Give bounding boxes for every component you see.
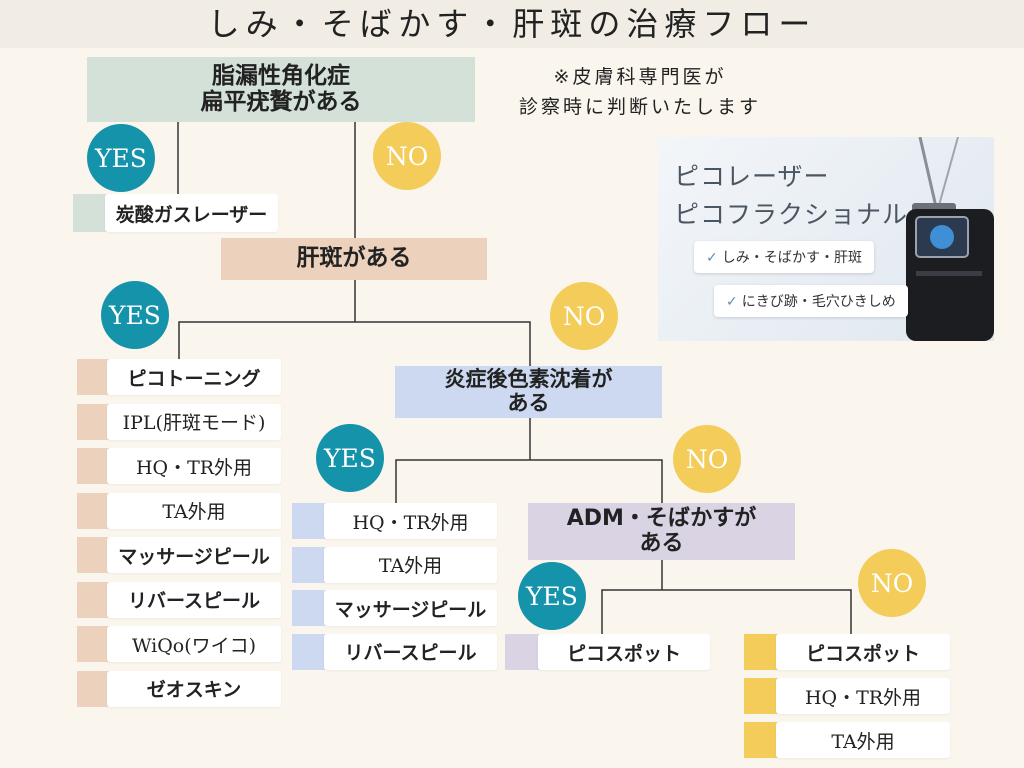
promo-feature-pill: ✓しみ・そばかす・肝斑 — [694, 241, 875, 273]
connector-q2-branch — [178, 321, 531, 366]
treatment-item: HQ・TR外用 — [324, 503, 497, 539]
yes-badge-q4: YES — [518, 562, 586, 630]
question-pih: 炎症後色素沈着が ある — [395, 366, 662, 418]
treatment-item: HQ・TR外用 — [107, 448, 281, 484]
no-badge-q3: NO — [673, 425, 741, 493]
treatment-item: マッサージピール — [324, 590, 497, 626]
promo-title-line2: ピコフラクショナル — [674, 200, 909, 229]
list-item-tab — [77, 626, 111, 662]
question-line: 炎症後色素沈着が — [444, 367, 613, 392]
list-item-tab — [77, 448, 111, 484]
list-item-tab — [77, 359, 111, 395]
list-item-tab — [77, 581, 111, 618]
question-line: 脂漏性角化症 — [212, 62, 350, 89]
title-bar — [0, 0, 1024, 48]
treatment-item: ピコトーニング — [107, 359, 281, 395]
list-item-tab — [744, 678, 780, 714]
treatment-item: TA外用 — [776, 722, 950, 758]
list-item-tab — [77, 403, 111, 440]
treatment-item: WiQo(ワイコ) — [107, 626, 281, 662]
treatment-item: ピコスポット — [776, 634, 950, 670]
treatment-item: マッサージピール — [107, 537, 281, 573]
treatment-item: ゼオスキン — [107, 670, 281, 707]
connector-q4-branch — [601, 589, 852, 637]
treatment-item: HQ・TR外用 — [776, 678, 950, 714]
page-title: しみ・そばかす・肝斑の治療フロー — [207, 5, 817, 43]
treatment-item: ピコスポット — [538, 634, 710, 670]
list-item-tab — [292, 546, 328, 583]
promo-feature-pill: ✓にきび跡・毛穴ひきしめ — [714, 285, 908, 317]
note-line: ※皮膚科専門医が — [553, 66, 727, 88]
list-item-tab — [292, 633, 328, 670]
list-item-tab — [77, 537, 111, 573]
question-line: ある — [639, 530, 684, 556]
question-line: 肝斑がある — [296, 245, 412, 272]
question-seborrheic-keratosis: 脂漏性角化症 扁平疣贅がある — [87, 57, 475, 122]
no-badge-q4: NO — [858, 549, 926, 617]
yes-badge-q1: YES — [87, 124, 155, 192]
promo-feature-text: しみ・そばかす・肝斑 — [721, 250, 863, 266]
treatment-item: リバースピール — [324, 633, 497, 670]
doctor-note: ※皮膚科専門医が 診察時に判断いたします — [490, 62, 790, 122]
question-line: ADM・そばかすが — [566, 505, 757, 531]
note-line: 診察時に判断いたします — [518, 96, 761, 118]
connector-q3-branch — [395, 459, 663, 505]
promo-image: ピコレーザー ピコフラクショナル ✓しみ・そばかす・肝斑 ✓にきび跡・毛穴ひきし… — [658, 137, 994, 341]
list-item-tab — [77, 670, 111, 707]
check-icon: ✓ — [706, 250, 718, 266]
list-item-tab — [292, 590, 328, 626]
promo-title-line1: ピコレーザー — [674, 162, 830, 191]
treatment-item: IPL(肝斑モード) — [107, 403, 281, 440]
promo-feature-text: にきび跡・毛穴ひきしめ — [741, 294, 896, 310]
treatment-item: 炭酸ガスレーザー — [105, 194, 278, 232]
question-adm-freckles: ADM・そばかすが ある — [528, 503, 795, 560]
list-item-tab — [73, 194, 109, 232]
laser-device-illustration — [906, 137, 994, 341]
no-badge-q2: NO — [550, 282, 618, 350]
check-icon: ✓ — [726, 294, 738, 310]
treatment-item: TA外用 — [324, 546, 497, 583]
list-item-tab — [744, 634, 780, 670]
question-line: ある — [507, 391, 550, 415]
yes-badge-q2: YES — [101, 281, 169, 349]
question-line: 扁平疣贅がある — [200, 88, 362, 115]
treatment-item: リバースピール — [107, 581, 281, 618]
treatment-item: TA外用 — [107, 492, 281, 529]
yes-badge-q3: YES — [316, 424, 384, 492]
list-item-tab — [77, 492, 111, 529]
list-item-tab — [505, 634, 542, 670]
list-item-tab — [292, 503, 328, 539]
list-item-tab — [744, 722, 780, 758]
no-badge-q1: NO — [373, 122, 441, 190]
question-melasma: 肝斑がある — [221, 238, 487, 280]
